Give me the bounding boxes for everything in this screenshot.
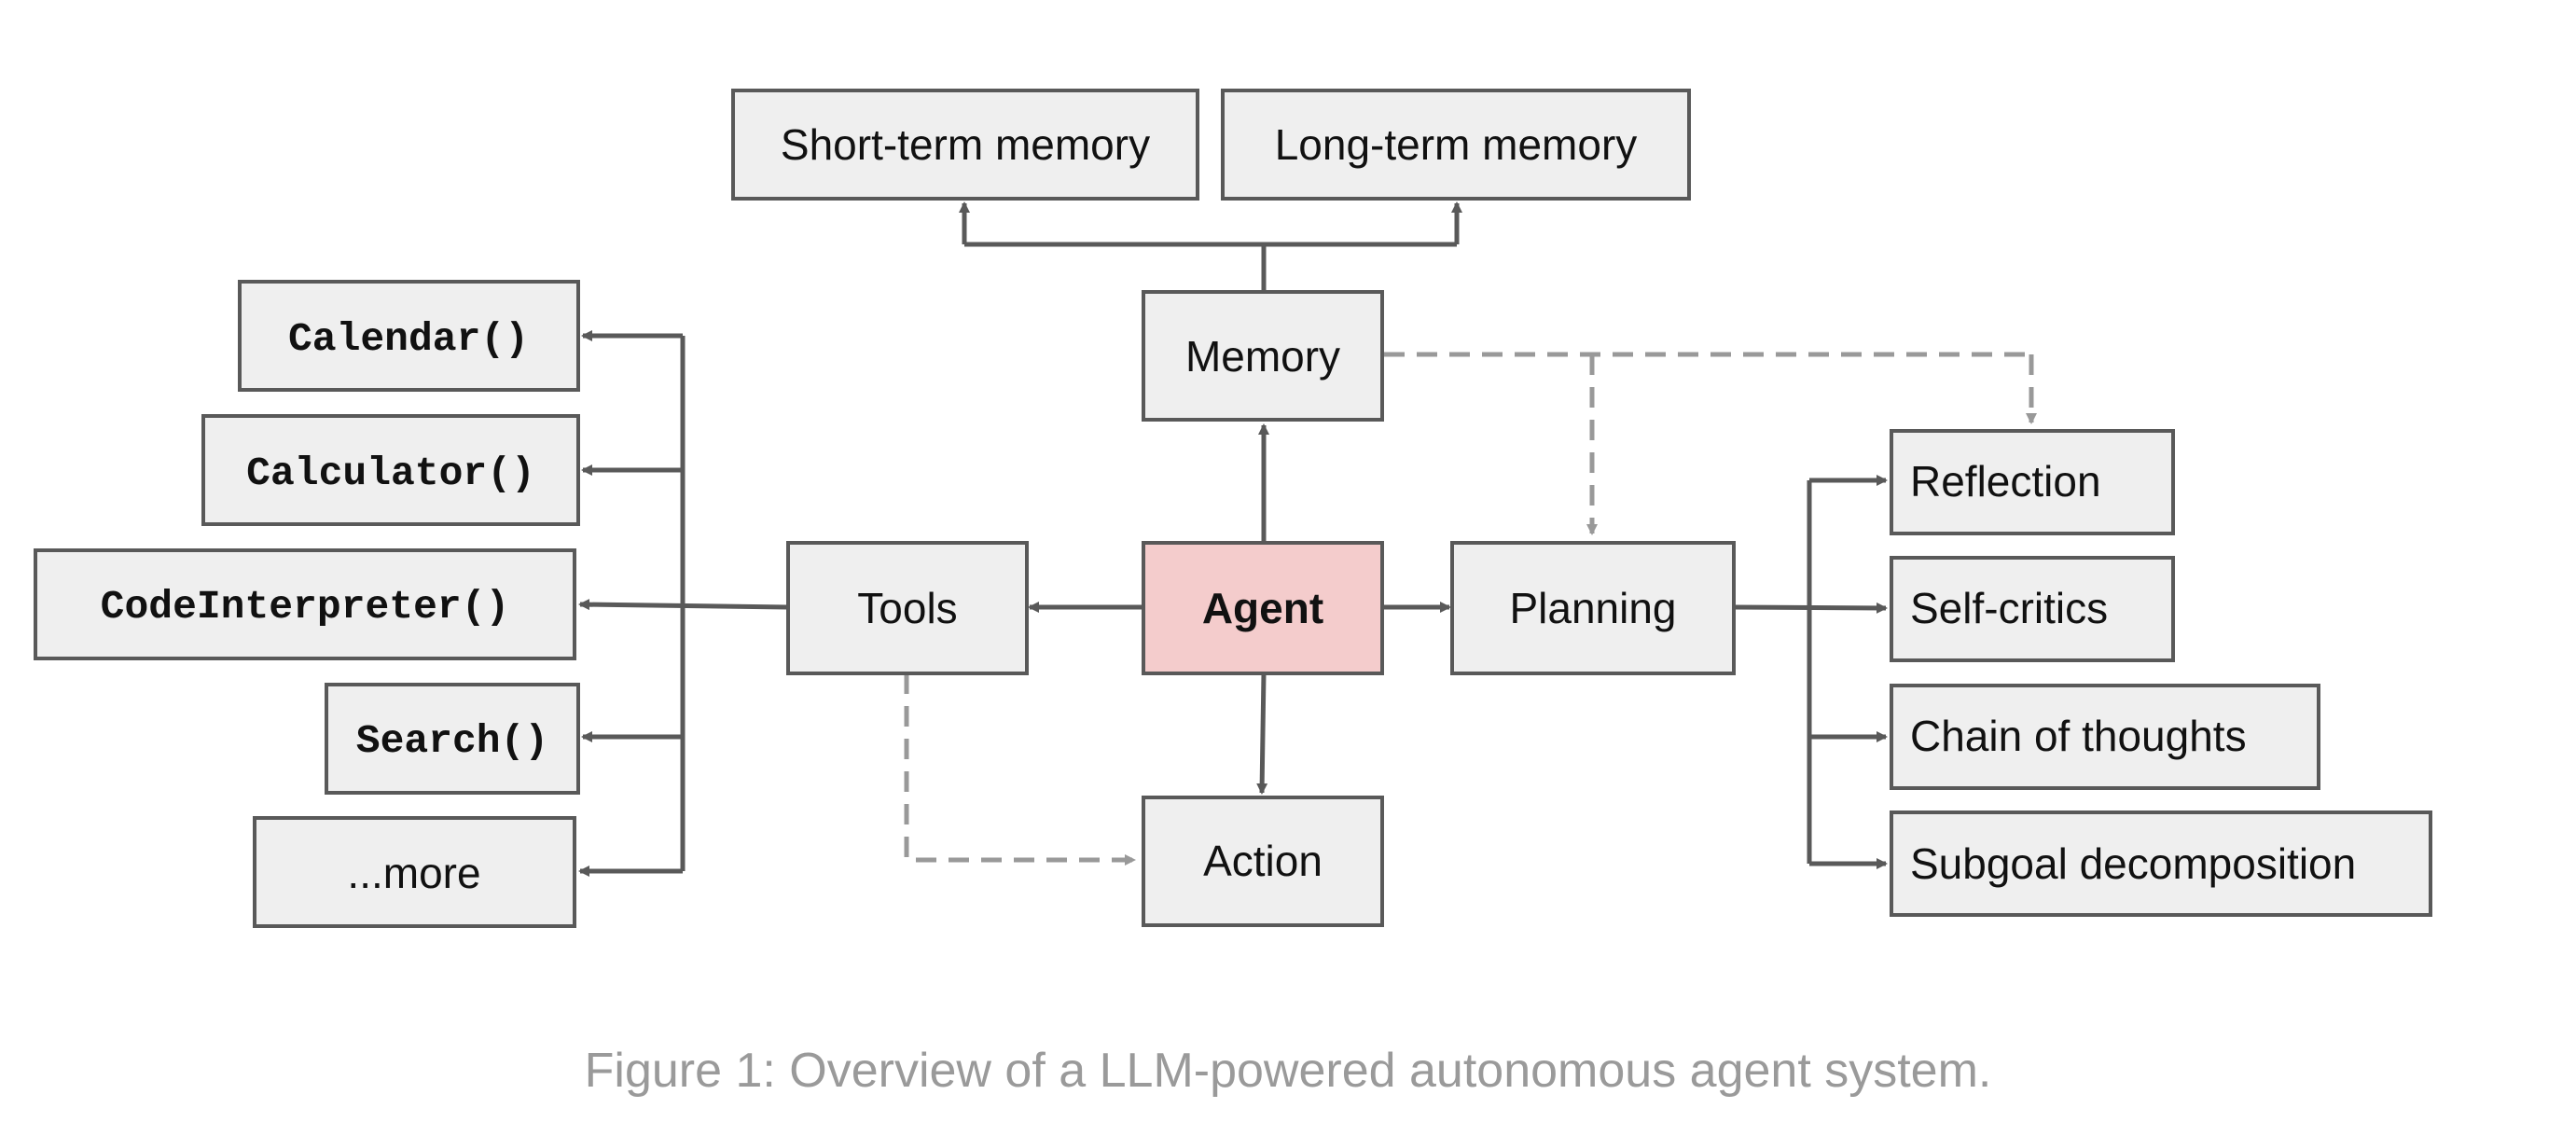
- calendar-box: [238, 280, 580, 392]
- more-box: [253, 816, 576, 928]
- reflection-label: Reflection: [1910, 457, 2101, 506]
- subgoal-decomposition-box: [1890, 810, 2432, 917]
- node-boxes: [34, 89, 2432, 928]
- long-term-memory-box: [1221, 89, 1691, 201]
- memory-box: [1142, 290, 1384, 422]
- chain-of-thoughts-box: [1890, 684, 2320, 790]
- calculator-box: [201, 414, 580, 526]
- agent-box: [1142, 541, 1384, 675]
- agent-system-diagram: Short-term memory Long-term memory Memor…: [34, 89, 2432, 928]
- more-label: ...more: [347, 849, 480, 897]
- short-term-memory-box: [731, 89, 1199, 201]
- figure-caption: Figure 1: Overview of a LLM-powered auto…: [584, 1044, 1992, 1098]
- self-critics-label: Self-critics: [1910, 584, 2108, 632]
- code-interpreter-box: [34, 548, 576, 660]
- action-label: Action: [1203, 837, 1323, 885]
- tools-label: Tools: [857, 584, 957, 632]
- arrow-agent-to-action: [1256, 672, 1268, 795]
- tools-box: [786, 541, 1029, 675]
- search-box: [325, 683, 580, 795]
- agent-label: Agent: [1202, 584, 1323, 632]
- search-label: Search(): [356, 718, 548, 764]
- short-term-memory-label: Short-term memory: [781, 120, 1150, 169]
- planning-box: [1450, 541, 1736, 675]
- dashed-arrow-tools-to-action: [904, 673, 1136, 866]
- node-labels: Short-term memory Long-term memory Memor…: [101, 120, 2357, 897]
- self-critics-box: [1890, 556, 2175, 662]
- planning-label: Planning: [1509, 584, 1676, 632]
- action-box: [1142, 796, 1384, 927]
- memory-label: Memory: [1185, 332, 1340, 381]
- calendar-label: Calendar(): [288, 316, 529, 362]
- calculator-label: Calculator(): [246, 450, 535, 496]
- reflection-box: [1890, 429, 2175, 535]
- long-term-memory-label: Long-term memory: [1275, 120, 1638, 169]
- dashed-connectors: [904, 352, 2037, 866]
- code-interpreter-label: CodeInterpreter(): [101, 584, 510, 630]
- subgoal-decomposition-label: Subgoal decomposition: [1910, 839, 2356, 888]
- chain-of-thoughts-label: Chain of thoughts: [1910, 712, 2247, 760]
- solid-connectors: [578, 201, 1888, 877]
